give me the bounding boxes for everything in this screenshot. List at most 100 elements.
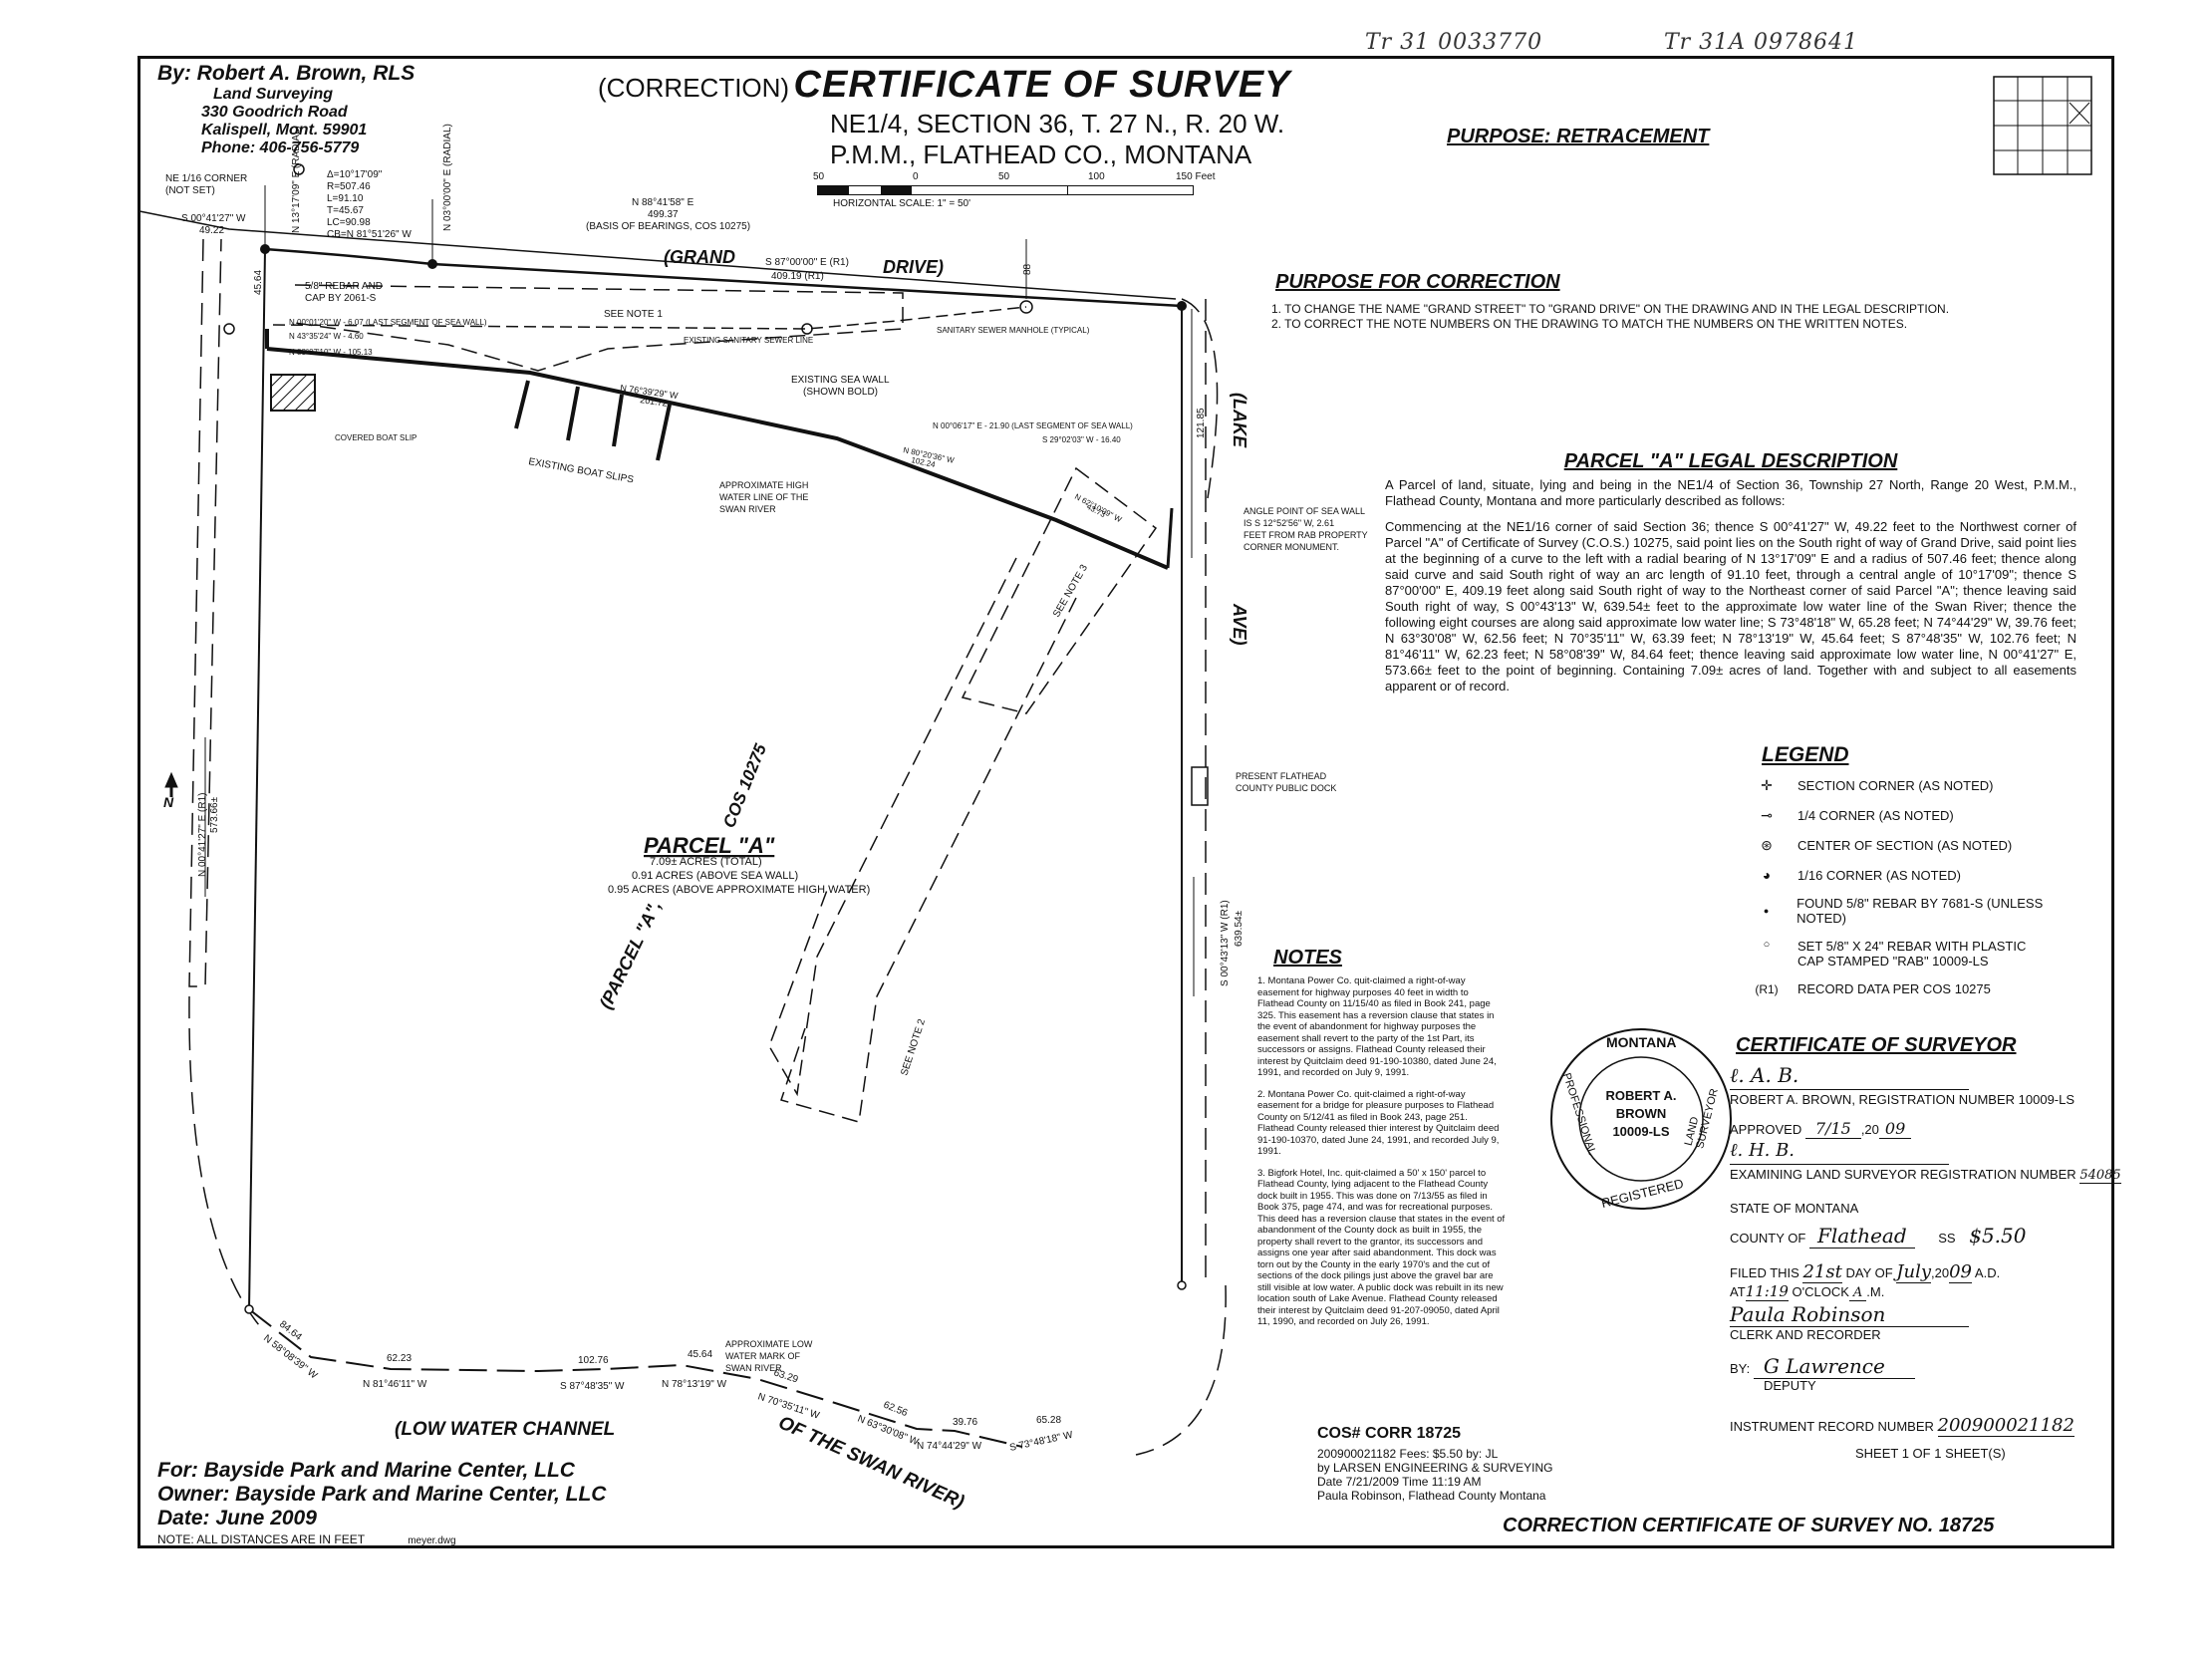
map-hw-3: SWAN RIVER (719, 504, 776, 514)
top-record-stamp-right: Tr 31A 0978641 (1664, 30, 1859, 55)
map-ne-sw-2: S 29°02'03" W - 16.40 (1042, 435, 1121, 444)
public-dock (1191, 766, 1209, 806)
sanitary-sewer-line (272, 306, 1027, 330)
note-1: 1. Montana Power Co. quit-claimed a righ… (1257, 975, 1497, 1078)
cert-m: .M. (1866, 1284, 1885, 1299)
sw-corner-curve (188, 995, 260, 1326)
scale-label: HORIZONTAL SCALE: 1" = 50' (833, 198, 971, 209)
scale-tick: 0 (913, 171, 919, 182)
map-acres-3: 0.95 ACRES (ABOVE APPROXIMATE HIGH WATER… (608, 884, 870, 896)
map-lw-3: SWAN RIVER (725, 1363, 782, 1373)
cert-sheet: SHEET 1 OF 1 SHEET(S) (1855, 1446, 2006, 1461)
map-c3b: S 87°48'35" W (560, 1381, 625, 1392)
deputy-signature: G Lawrence (1753, 1354, 1915, 1379)
map-c6b: N 63°30'08" W (856, 1414, 921, 1449)
sea-wall-east (1166, 507, 1174, 569)
correction-item-1: 1. TO CHANGE THE NAME "GRAND STREET" TO … (1271, 302, 1950, 316)
scale-tick: 50 (813, 171, 825, 182)
seal-name-2: BROWN (1615, 1106, 1667, 1121)
cert-at-time: 11:19 (1745, 1282, 1789, 1301)
center-section-icon: ⊛ (1761, 837, 1773, 853)
low-water-line (248, 1308, 1023, 1448)
map-acres-2: 0.91 ACRES (ABOVE SEA WALL) (632, 870, 798, 882)
found-rebar-icon (1177, 301, 1187, 311)
cert-by: BY: (1730, 1361, 1751, 1376)
map-east-dist: 639.54± (1234, 910, 1244, 947)
map-e-dist: 121.85 (1196, 408, 1207, 438)
surveyor-line-2: 330 Goodrich Road (201, 104, 348, 121)
legend-heading: LEGEND (1762, 743, 1849, 766)
map-radial-2: N 03°00'00" E (RADIAL) (442, 124, 453, 231)
quarter-corner-icon (293, 163, 305, 175)
cert-approved-year-prefix: ,20 (1860, 1122, 1879, 1137)
sea-wall (266, 347, 1169, 570)
recorder-signature: Paula Robinson (1730, 1302, 1969, 1327)
map-parcel-a: (PARCEL "A", (596, 898, 666, 1012)
cert-oclock: O'CLOCK (1792, 1284, 1849, 1299)
cos-stamp-line-2: by LARSEN ENGINEERING & SURVEYING (1317, 1461, 1553, 1475)
title-prefix: (CORRECTION) (598, 73, 790, 103)
correction-item-2: 2. TO CORRECT THE NOTE NUMBERS ON THE DR… (1271, 317, 1908, 331)
page-title: CERTIFICATE OF SURVEY (793, 64, 1291, 106)
covered-boat-slip-hatch (270, 374, 316, 412)
section-grid (1993, 76, 2092, 180)
note-2: 2. Montana Power Co. quit-claimed a righ… (1257, 1088, 1500, 1158)
map-rebar-2: CAP BY 2061-S (305, 293, 377, 304)
surveyor-signature: ℓ. A. B. (1730, 1063, 1969, 1090)
set-rebar-icon (1177, 1280, 1187, 1290)
map-c2: 62.23 (387, 1353, 412, 1364)
map-west-dist: 573.66± (209, 796, 220, 833)
legend-item-label: CENTER OF SECTION (AS NOTED) (1797, 838, 2013, 853)
map-sewer-1: N 00°01'20" W - 6.07 (LAST SEGMENT OF SE… (289, 318, 487, 327)
map-basis-3: (BASIS OF BEARINGS, COS 10275) (586, 221, 750, 232)
record-data-icon: (R1) (1755, 981, 1779, 996)
surveyor-block: By: Robert A. Brown, RLS Land Surveying … (157, 62, 415, 157)
set-rebar-icon (244, 1304, 254, 1314)
seal-number: 10009-LS (1612, 1124, 1670, 1139)
cert-examining-label: EXAMINING LAND SURVEYOR REGISTRATION NUM… (1730, 1167, 2076, 1182)
surveyor-line-3: Kalispell, Mont. 59901 (201, 122, 368, 139)
cos-record-stamp: COS# CORR 18725 200900021182 Fees: $5.50… (1317, 1425, 1553, 1503)
map-lw-1: APPROXIMATE LOW (725, 1339, 813, 1349)
map-ne-dim: 88 (1022, 263, 1033, 275)
cert-filed-year-prefix: ,20 (1931, 1265, 1950, 1280)
map-c7b: N 74°44'29" W (917, 1441, 982, 1452)
map-curve-0: Δ=10°17'09" (327, 169, 383, 180)
map-sw-dist-3: 43.73 (1085, 502, 1107, 520)
map-acres-1: 7.09± ACRES (TOTAL) (650, 856, 762, 868)
map-low-water: (LOW WATER CHANNEL (395, 1419, 615, 1440)
map-ave: AVE) (1230, 603, 1249, 646)
cert-county-row: COUNTY OF Flathead SS $5.50 (1730, 1224, 2098, 1249)
cert-fee: $5.50 (1969, 1224, 2027, 1248)
cert-day-of: DAY OF (1845, 1265, 1893, 1280)
map-c3: 102.76 (578, 1355, 609, 1366)
map-c2b: N 81°46'11" W (363, 1379, 427, 1390)
title-county: P.M.M., FLATHEAD CO., MONTANA (830, 139, 1252, 169)
certificate-of-surveyor: CERTIFICATE OF SURVEYOR ℓ. A. B. ROBERT … (1730, 1034, 2121, 1461)
owner-for: For: Bayside Park and Marine Center, LLC (157, 1459, 575, 1482)
boat-slips (514, 380, 672, 461)
map-boat-slip: COVERED BOAT SLIP (335, 433, 416, 442)
legend-item-label: 1/16 CORNER (AS NOTED) (1797, 867, 1961, 883)
owner-block: For: Bayside Park and Marine Center, LLC… (157, 1459, 606, 1546)
cert-approved-year: 09 (1878, 1119, 1912, 1139)
cert-examining-no: 54085 (2079, 1168, 2121, 1184)
section-corner-icon: ✛ (1761, 777, 1773, 793)
cert-instrument-label: INSTRUMENT RECORD NUMBER (1730, 1419, 1934, 1434)
map-dock-1: PRESENT FLATHEAD (1236, 771, 1327, 781)
map-cos: COS 10275 (719, 741, 770, 831)
set-rebar-icon: ○ (1763, 939, 1771, 951)
cert-deputy: DEPUTY (1764, 1378, 1816, 1393)
map-north-arrow-label: N (163, 794, 174, 810)
map-bearing-w: S 00°41'27" W (181, 213, 246, 224)
map-sw-dist: 201.72 (640, 395, 669, 409)
north-arrow-icon (164, 771, 178, 797)
map-c7: 39.76 (953, 1417, 977, 1428)
monuments (223, 163, 1187, 1314)
manhole-icon (223, 323, 235, 335)
legend-item-label: RECORD DATA PER COS 10275 (1797, 981, 1991, 996)
cert-at: AT (1730, 1284, 1746, 1299)
quarter-corner-icon: ⊸ (1761, 807, 1773, 823)
grand-drive-north-line (138, 210, 1177, 300)
